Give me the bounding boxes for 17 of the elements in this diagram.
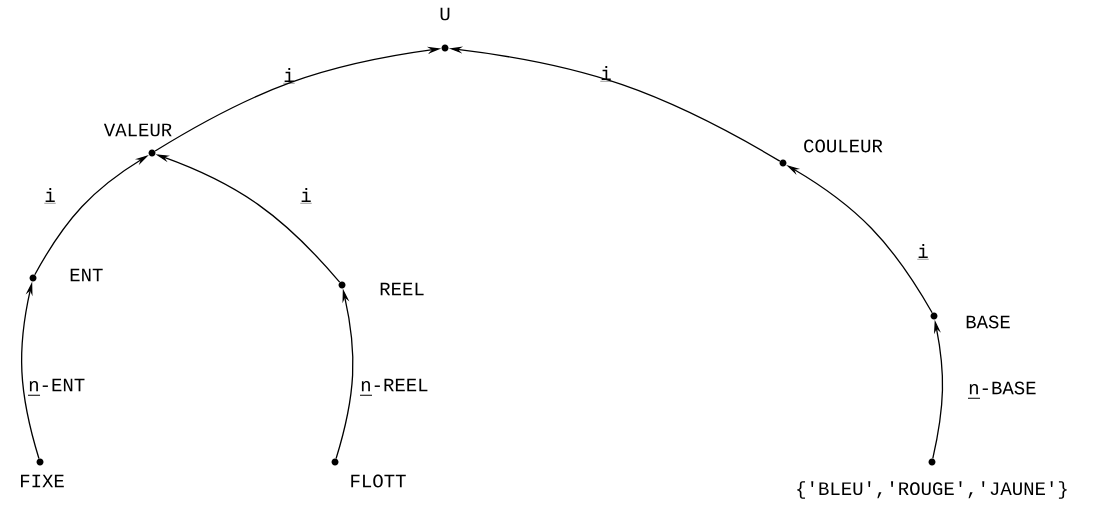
edge-label: i [283,68,295,84]
edge-label: n-REEL [359,378,428,396]
node-label: REEL [380,282,424,296]
node-label: U [440,7,450,21]
node-label: BASE [966,315,1010,329]
node-label: FLOTT [351,474,406,488]
edge-label: i [300,188,312,204]
node-label: VALEUR [103,123,172,137]
edge-label: i [600,66,612,82]
node-label: COULEUR [804,139,883,153]
edge-label: n-BASE [967,381,1036,399]
edge-label: i [44,188,56,204]
edge-label: i [917,244,929,260]
node-label: {'BLEU','ROUGE','JAUNE'} [797,481,1067,499]
edge-label: n-ENT [27,378,85,396]
node-label: ENT [70,268,103,282]
node-label: FIXE [21,474,64,488]
